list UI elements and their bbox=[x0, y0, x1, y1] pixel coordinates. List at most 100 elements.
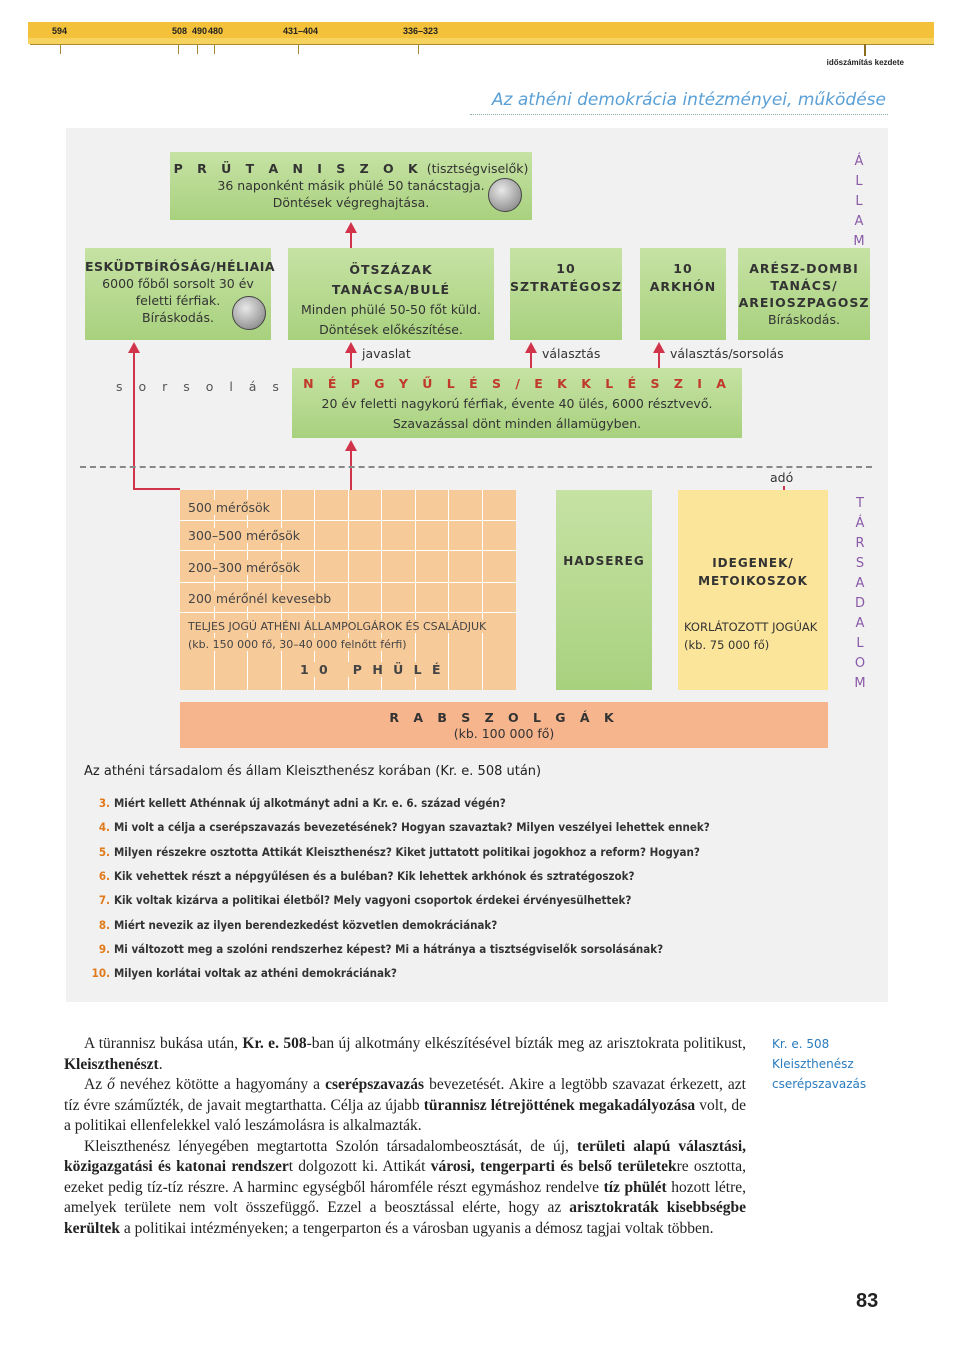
text-run: nevéhez kötötte a hagyomány a bbox=[114, 1076, 326, 1093]
prutaniszok-line: Döntések végreghajtása. bbox=[272, 195, 430, 210]
text-run: bevezetését. Akire a legtöbb szavazat ér… bbox=[64, 1076, 746, 1114]
question-text: Kik vehettek részt a népgyűlésen és a bu… bbox=[114, 869, 635, 883]
question-number: 4. bbox=[98, 820, 110, 834]
otszaz-line: Minden phülé 50-50 főt küld. bbox=[301, 302, 481, 317]
timeline-tick bbox=[178, 44, 179, 54]
paragraph: Az ő nevéhez kötötte a hagyomány a cseré… bbox=[64, 1075, 746, 1137]
heliaia-box: ESKÜDTBÍRÓSÁG/HÉLIAIA 6000 főből sorsolt… bbox=[85, 248, 275, 340]
arrow-line bbox=[658, 352, 660, 368]
text-run: . bbox=[158, 1055, 163, 1073]
question-text: Milyen korlátai voltak az athéni demokrá… bbox=[114, 966, 397, 980]
margin-keyword: Kr. e. 508 bbox=[772, 1037, 830, 1051]
question-text: Kik voltak kizárva a politikai életből? … bbox=[114, 893, 632, 907]
arrow-up-icon bbox=[525, 342, 537, 353]
question-item: 10. Milyen korlátai voltak az athéni demo… bbox=[80, 966, 397, 980]
grid-line bbox=[180, 550, 516, 551]
text-run: A türannisz bukása után, bbox=[84, 1035, 243, 1052]
text-run-bold: tíz phülét bbox=[603, 1178, 667, 1196]
text-run-bold: cserépszavazás bbox=[325, 1076, 425, 1093]
prutaniszok-title: P R Ü T A N I S Z O K bbox=[173, 161, 423, 176]
arkhon-title: ARKHÓN bbox=[649, 279, 717, 294]
sztrategosz-num: 10 bbox=[556, 261, 576, 276]
citizens-count: (kb. 150 000 fő, 30–40 000 felnőtt férfi… bbox=[188, 638, 411, 651]
timeline-label: 508 bbox=[172, 26, 188, 36]
arkhon-box: 10 ARKHÓN bbox=[640, 248, 726, 340]
grid-line bbox=[180, 520, 516, 521]
timeline-end-marker bbox=[864, 44, 866, 56]
margin-keyword: Kleiszthenész bbox=[772, 1057, 854, 1071]
arrow-up-icon bbox=[345, 222, 357, 233]
tarsadalom-letter: M bbox=[854, 676, 866, 691]
coin-icon bbox=[488, 178, 522, 212]
tarsadalom-letter: L bbox=[856, 636, 864, 651]
text-run-italic: ő bbox=[107, 1076, 115, 1093]
text-run-bold: területi alapú választási, közigazgatási… bbox=[64, 1137, 746, 1176]
prutaniszok-suffix: (tisztségviselők) bbox=[426, 161, 529, 176]
text-run-bold: arisztokraták kisebbségbe kerültek bbox=[64, 1199, 746, 1237]
wealth-class-label: 300–500 mérősök bbox=[188, 528, 304, 543]
question-item: 7.Kik voltak kizárva a politikai életből… bbox=[80, 893, 632, 907]
grid-line bbox=[214, 490, 215, 690]
grid-line bbox=[180, 612, 516, 613]
arrow-line bbox=[350, 232, 352, 248]
heliaia-line: feletti férfiak. bbox=[135, 293, 221, 308]
text-run: -ban új alkotmány elkészítésével bízták … bbox=[306, 1035, 746, 1052]
javaslat-label: javaslat bbox=[362, 346, 411, 361]
arrow-up-icon bbox=[653, 342, 665, 353]
text-run: re osztotta, ezeket pedig tíz-tíz részre… bbox=[64, 1158, 746, 1196]
question-text: Miért kellett Athénnak új alkotmányt adn… bbox=[114, 796, 506, 810]
timeline-tick bbox=[214, 44, 215, 54]
rabszolgak-count: (kb. 100 000 fő) bbox=[453, 726, 555, 741]
question-number: 9. bbox=[98, 942, 110, 956]
timeline-label: 490 bbox=[192, 26, 208, 36]
timeline-bar-lower bbox=[28, 38, 934, 44]
areioszpagosz-box: ARÉSZ-DOMBI TANÁCS/ AREIOSZPAGOSZ Bírásk… bbox=[738, 248, 870, 340]
heliaia-line: Bíráskodás. bbox=[142, 310, 214, 325]
question-number: 6. bbox=[98, 869, 110, 883]
text-run-bold: Kr. e. 508 bbox=[242, 1035, 307, 1052]
timeline-start-label: időszámítás kezdete bbox=[826, 58, 904, 67]
tarsadalom-letter: A bbox=[855, 576, 865, 591]
prutaniszok-line: 36 naponként másik phülé 50 tanácstagja. bbox=[217, 178, 485, 193]
otszaz-box: ÖTSZÁZAK TANÁCSA/BULÉ Minden phülé 50-50… bbox=[288, 248, 494, 340]
arkhon-num: 10 bbox=[673, 261, 693, 276]
wealth-class-label: 200–300 mérősök bbox=[188, 560, 304, 575]
idegenek-status: KORLÁTOZOTT JOGÚAK bbox=[684, 620, 818, 634]
timeline-tick bbox=[60, 44, 61, 54]
arrow-line bbox=[350, 352, 352, 368]
idegenek-count: (kb. 75 000 fő) bbox=[684, 638, 770, 652]
question-item: 5.Milyen részekre osztotta Attikát Kleis… bbox=[80, 845, 700, 859]
otszaz-line: Döntések előkészítése. bbox=[319, 322, 463, 337]
areosz-title: TANÁCS/ bbox=[770, 278, 838, 293]
grid-line bbox=[348, 490, 349, 690]
tarsadalom-letter: O bbox=[854, 656, 866, 671]
nepgyules-title: N É P G Y Ű L É S / E K K L É S Z I A bbox=[303, 376, 731, 391]
question-text: Miért nevezik az ilyen berendezkedést kö… bbox=[114, 918, 498, 932]
idegenek-title: IDEGENEK/ bbox=[712, 556, 794, 570]
prutaniszok-box: P R Ü T A N I S Z O K (tisztségviselők) … bbox=[170, 152, 532, 220]
text-run: volt, de a politikai ellenfelekkel való … bbox=[64, 1096, 746, 1135]
citizens-title: TELJES JOGÚ ATHÉNI ÁLLAMPOLGÁROK ÉS CSAL… bbox=[188, 620, 491, 633]
question-number: 10. bbox=[91, 966, 110, 980]
nepgyules-box: N É P G Y Ű L É S / E K K L É S Z I A 20… bbox=[292, 368, 742, 438]
idegenek-title: METOIKOSZOK bbox=[698, 574, 808, 588]
paragraph: A türannisz bukása után, Kr. e. 508-ban … bbox=[64, 1034, 746, 1075]
tarsadalom-letter: T bbox=[856, 496, 864, 511]
timeline-label: 336–323 bbox=[403, 26, 439, 36]
areosz-title: AREIOSZPAGOSZ bbox=[738, 295, 870, 310]
tarsadalom-letter: D bbox=[854, 596, 865, 611]
areosz-line: Bíráskodás. bbox=[768, 312, 840, 327]
wealth-class-label: 500 mérősök bbox=[188, 500, 274, 515]
timeline-tick bbox=[197, 44, 198, 54]
hadsereg-box: HADSEREG bbox=[556, 490, 652, 690]
timeline-axis bbox=[30, 44, 934, 45]
grid-line bbox=[180, 582, 516, 583]
arrow-up-icon bbox=[128, 342, 140, 353]
text-run: t dolgozott ki. Attikát bbox=[288, 1158, 431, 1175]
allam-letter: Á bbox=[854, 154, 864, 169]
sorsolas-label: s o r s o l á s bbox=[116, 379, 285, 394]
body-text: A türannisz bukása után, Kr. e. 508-ban … bbox=[64, 1034, 746, 1239]
ado-label: adó bbox=[770, 470, 794, 485]
text-run-bold: Kleiszthenészt bbox=[64, 1055, 159, 1073]
valasztas-sorsolas-label: választás/sorsolás bbox=[670, 346, 784, 361]
